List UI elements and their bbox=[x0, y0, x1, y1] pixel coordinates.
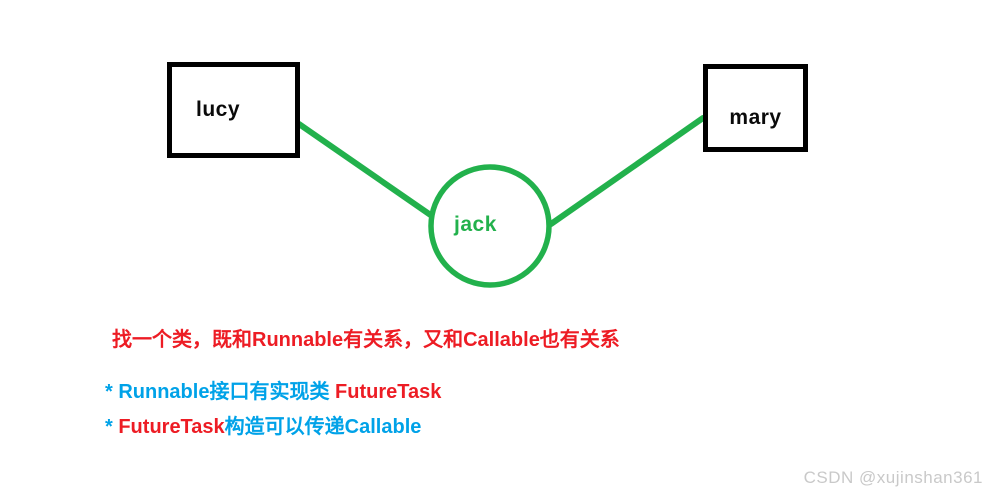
bullet2-suffix-text: 构造可以传递Callable bbox=[224, 416, 422, 438]
bullet1-prefix-text: * Runnable接口有实现类 bbox=[105, 381, 336, 403]
annotation-bullet-futuretask: * FutureTask构造可以传递Callable bbox=[105, 416, 421, 438]
watermark: CSDN @xujinshan361 bbox=[803, 468, 983, 487]
annotation-heading: 找一个类，既和Runnable有关系，又和Callable也有关系 bbox=[112, 329, 620, 351]
annotation-heading-text: 找一个类，既和Runnable有关系，又和Callable也有关系 bbox=[112, 329, 620, 351]
bullet1-highlight-text: FutureTask bbox=[335, 381, 442, 403]
annotation-bullet-runnable: * Runnable接口有实现类 FutureTask bbox=[105, 381, 441, 403]
edge-lucy-jack bbox=[296, 121, 435, 219]
node-lucy: lucy bbox=[167, 62, 300, 158]
edge-jack-mary bbox=[548, 115, 706, 227]
node-mary: mary bbox=[703, 64, 808, 152]
bullet2-prefix-text: * bbox=[105, 416, 119, 438]
node-lucy-label: lucy bbox=[196, 98, 241, 121]
node-jack-label: jack bbox=[454, 213, 497, 236]
bullet2-highlight-text: FutureTask bbox=[118, 416, 225, 438]
node-jack-circle bbox=[428, 164, 552, 288]
node-mary-label: mary bbox=[729, 106, 782, 129]
